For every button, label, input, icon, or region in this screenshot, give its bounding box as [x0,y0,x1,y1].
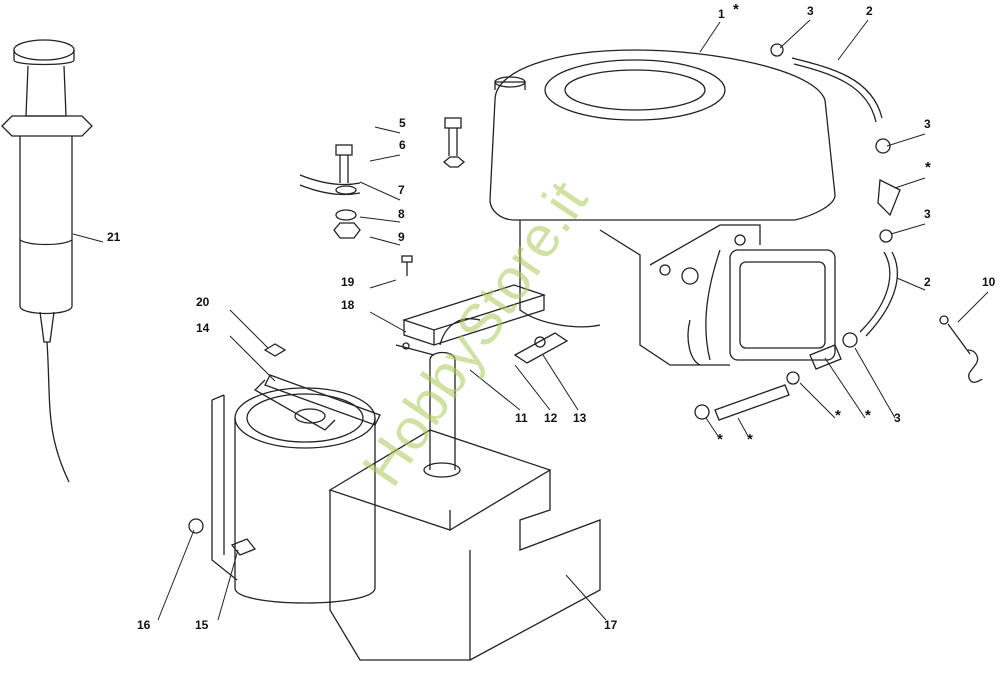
callout-3b: 3 [924,117,931,131]
callout-14: 14 [196,321,210,335]
callout-17: 17 [604,618,618,632]
callout-7: 7 [398,183,405,197]
callout-16: 16 [137,618,151,632]
callout-5: 5 [399,116,406,130]
star-marker: * [717,431,723,448]
spring-part-10 [939,315,983,383]
fuel-hoses [694,43,901,421]
bracket-part-18 [395,284,569,364]
star-marker: * [733,1,739,18]
callout-10: 10 [982,275,996,289]
callout-12: 12 [544,411,558,425]
callout-21: 21 [107,230,121,244]
callout-3c: 3 [924,207,931,221]
callout-18: 18 [341,298,355,312]
callout-3d: 3 [894,411,901,425]
star-marker: * [747,431,753,448]
engine-part-1 [489,49,836,366]
callout-3: 3 [807,4,814,18]
bolts-nuts [299,117,466,276]
callout-6: 6 [399,138,406,152]
callout-2b: 2 [924,275,931,289]
callout-19: 19 [341,275,355,289]
callout-20: 20 [196,295,210,309]
callout-1: 1 [718,7,725,21]
callout-8: 8 [398,207,405,221]
callout-15: 15 [195,618,209,632]
callout-11: 11 [515,411,528,425]
callout-9: 9 [398,230,405,244]
shield-part-17 [328,318,601,661]
star-marker: * [835,407,841,424]
fuel-tank-part-14 [188,343,381,604]
leader-lines [72,19,989,621]
syringe-part-21 [1,39,93,483]
callout-2: 2 [866,4,873,18]
star-marker: * [865,407,871,424]
callout-13: 13 [573,411,587,425]
star-marker: * [925,159,931,176]
